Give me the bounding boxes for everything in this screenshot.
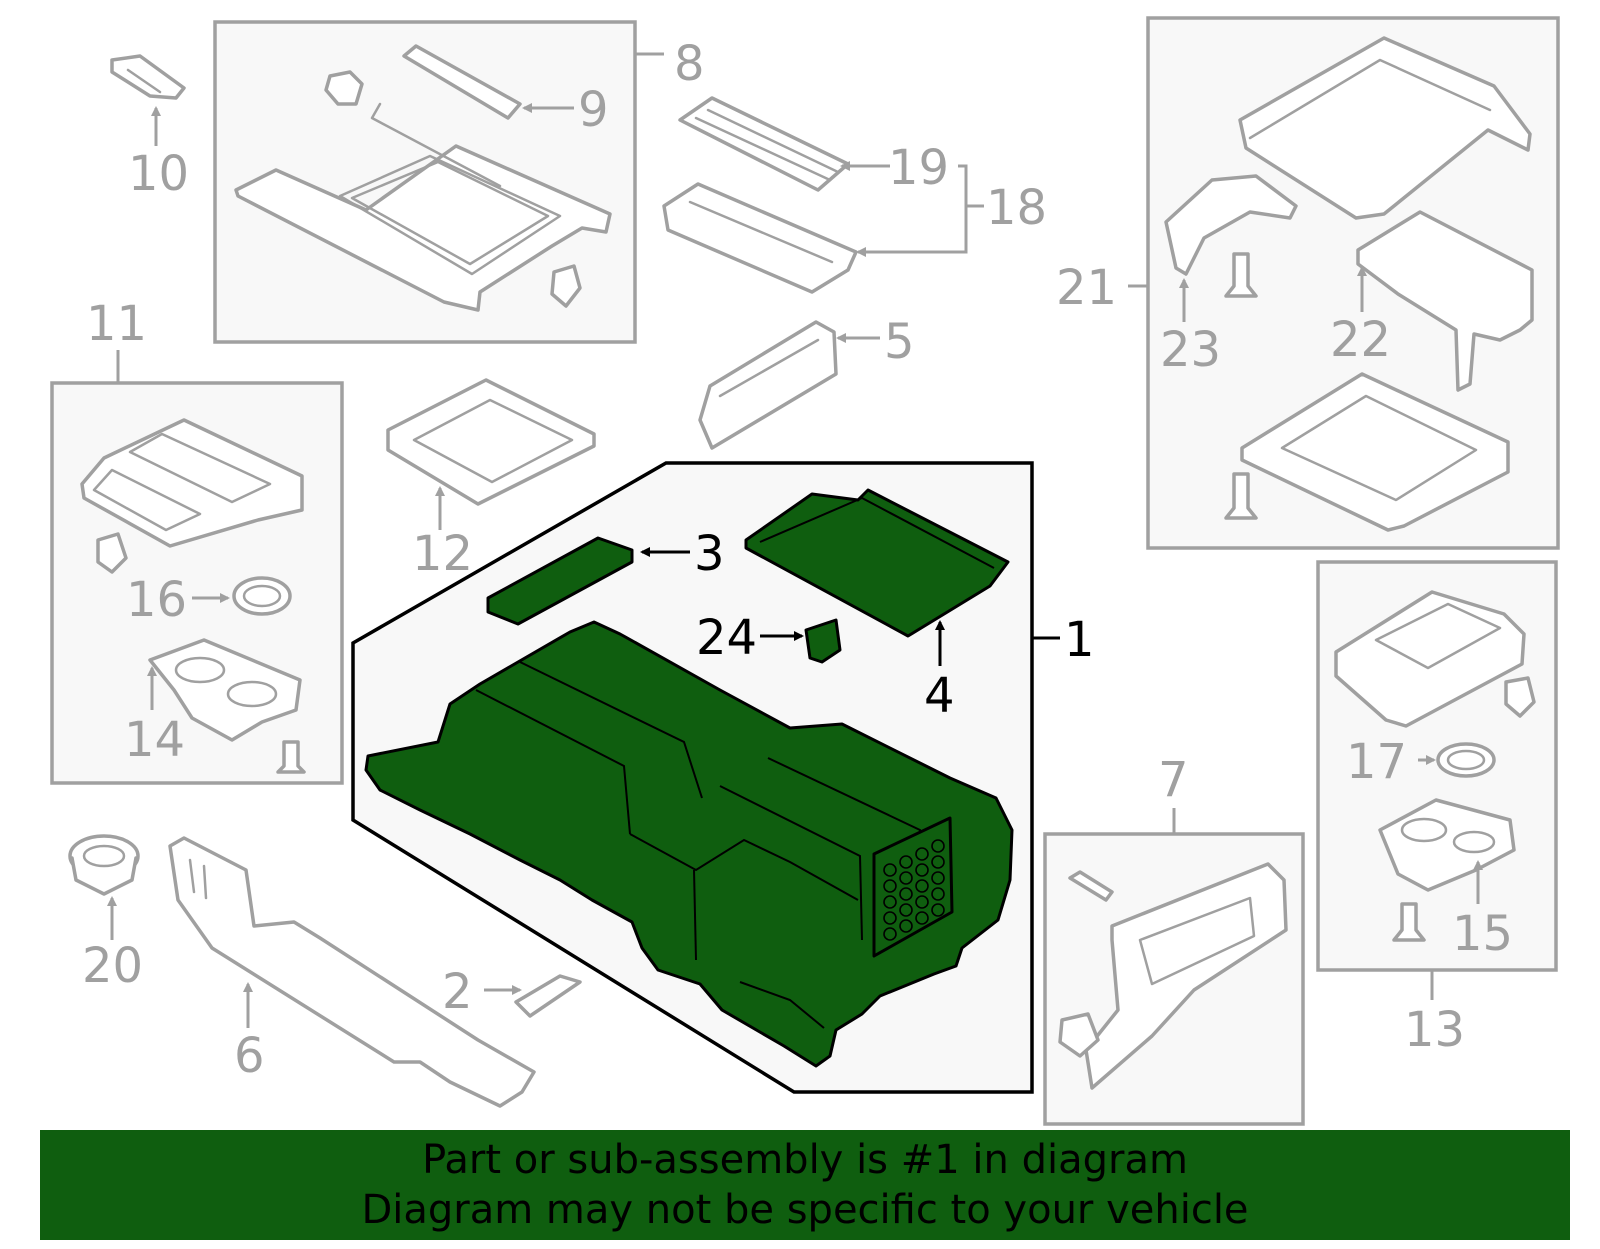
part-22-liner xyxy=(1356,210,1534,392)
callout-20: 20 xyxy=(82,938,143,994)
callout-13: 13 xyxy=(1404,1002,1465,1058)
part-17-ring xyxy=(1436,742,1496,778)
part-7-vent-panel xyxy=(1058,862,1288,1090)
callout-24: 24 xyxy=(696,610,757,666)
callout-17: 17 xyxy=(1346,734,1407,790)
part-24-clip xyxy=(804,618,842,664)
callout-11: 11 xyxy=(86,296,147,352)
callout-8: 8 xyxy=(674,36,705,92)
callout-6: 6 xyxy=(234,1028,265,1084)
callout-15: 15 xyxy=(1452,906,1513,962)
part-5-bracket xyxy=(698,320,838,450)
callout-10: 10 xyxy=(128,146,189,202)
part-21-base xyxy=(1224,372,1510,532)
part-23-hinge xyxy=(1164,174,1298,298)
part-6-side-trim xyxy=(168,836,536,1108)
part-21-lid xyxy=(1238,36,1532,220)
part-19-mat xyxy=(678,96,850,192)
callout-5: 5 xyxy=(884,314,915,370)
callout-19: 19 xyxy=(888,140,949,196)
callout-22: 22 xyxy=(1330,312,1391,368)
callout-16: 16 xyxy=(126,572,187,628)
part-11-bezel xyxy=(80,418,304,574)
part-1-console-assembly xyxy=(364,488,1014,1068)
part-14-cupholder xyxy=(148,638,302,742)
part-8-trim-panel xyxy=(234,70,612,312)
part-14-screw xyxy=(276,740,306,774)
callout-23: 23 xyxy=(1160,322,1221,378)
footer-line-2: Diagram may not be specific to your vehi… xyxy=(361,1187,1249,1233)
part-18-tray xyxy=(662,182,858,294)
callout-18: 18 xyxy=(986,180,1047,236)
callout-3: 3 xyxy=(694,526,725,582)
part-9-strip xyxy=(402,44,522,120)
part-20-outlet xyxy=(68,834,140,896)
callout-14: 14 xyxy=(124,712,185,768)
callout-9: 9 xyxy=(578,82,609,138)
part-12-panel xyxy=(386,378,596,506)
callout-7: 7 xyxy=(1158,752,1189,808)
footer-line-1: Part or sub-assembly is #1 in diagram xyxy=(422,1137,1188,1183)
callout-12: 12 xyxy=(412,526,473,582)
console-honeycomb xyxy=(883,839,945,941)
footer-banner: Part or sub-assembly is #1 in diagram Di… xyxy=(40,1130,1570,1240)
part-16-ring xyxy=(232,576,292,616)
leader-18 xyxy=(856,164,968,257)
callout-2: 2 xyxy=(442,964,473,1020)
part-2-clip xyxy=(514,974,582,1018)
part-13-bezel xyxy=(1334,590,1536,728)
part-3-pad xyxy=(486,536,634,626)
part-10-clip xyxy=(110,54,186,100)
callout-4: 4 xyxy=(924,668,955,724)
part-4-mat xyxy=(744,488,1010,638)
callout-1: 1 xyxy=(1064,612,1095,668)
callout-21: 21 xyxy=(1056,260,1117,316)
